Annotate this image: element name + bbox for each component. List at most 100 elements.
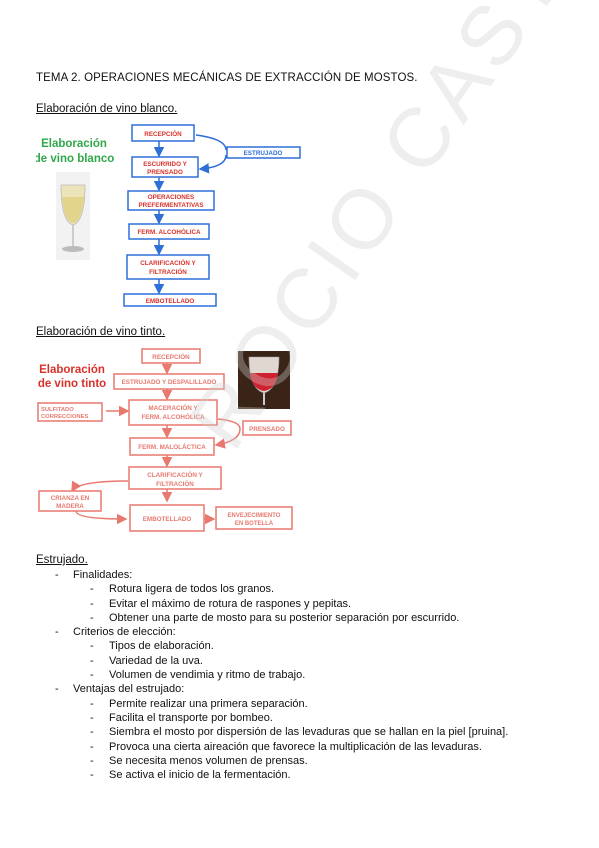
svg-text:EMBOTELLADO: EMBOTELLADO xyxy=(143,516,192,523)
list-item: - Facilita el transporte por bombeo. xyxy=(36,711,596,725)
white-diagram-heading-2: de vino blanco xyxy=(36,153,114,165)
bullet-dash: - xyxy=(90,754,94,767)
white-box-embotellado: EMBOTELLADO xyxy=(123,293,217,307)
svg-text:FERM. MALOLÁCTICA: FERM. MALOLÁCTICA xyxy=(138,442,206,451)
white-box-escurrido: ESCURRIDO Y PRENSADO xyxy=(131,156,199,178)
red-box-recepcion: RECEPCIÓN xyxy=(141,348,201,364)
bullet-dash: - xyxy=(55,626,59,639)
bullet-text: Finalidades: xyxy=(73,569,133,581)
bullet-dash: - xyxy=(90,726,94,739)
red-box-embotellado: EMBOTELLADO xyxy=(129,504,205,532)
section-heading-white-wine: Elaboración de vino blanco. xyxy=(36,103,178,115)
section-heading-red-wine: Elaboración de vino tinto. xyxy=(36,326,166,338)
white-box-ferm-alcoholica: FERM. ALCOHÓLICA xyxy=(128,223,210,240)
svg-text:CLARIFICACIÓN Y: CLARIFICACIÓN Y xyxy=(147,470,203,479)
bullet-text: Tipos de elaboración. xyxy=(109,640,214,653)
list-item: - Rotura ligera de todos los granos. xyxy=(36,582,596,596)
list-item: - Obtener una parte de mosto para su post… xyxy=(36,611,596,625)
svg-text:MADERA: MADERA xyxy=(56,503,84,510)
svg-text:PRENSADO: PRENSADO xyxy=(249,426,285,433)
white-wine-flow-diagram: Elaboración de vino blanco RECEPCIÓN EST… xyxy=(36,124,301,307)
red-wine-glass-image xyxy=(238,351,290,409)
bullet-text: Provoca una cierta aireación que favorec… xyxy=(109,740,482,753)
bullet-dash: - xyxy=(90,597,94,610)
list-item: - Volumen de vendimia y ritmo de trabajo. xyxy=(36,668,596,682)
white-wine-glass-image xyxy=(56,172,90,260)
bullet-dash: - xyxy=(90,669,94,682)
list-item: - Ventajas del estrujado: xyxy=(36,682,596,696)
bullet-text: Variedad de la uva. xyxy=(109,654,203,667)
red-box-prensado: PRENSADO xyxy=(242,420,292,436)
bullet-text: Obtener una parte de mosto para su poste… xyxy=(109,611,460,624)
bullet-text: Siembra el mosto por dispersión de las l… xyxy=(109,726,509,739)
svg-text:FILTRACIÓN: FILTRACIÓN xyxy=(149,267,187,276)
red-box-clarificacion: CLARIFICACIÓN Y FILTRACIÓN xyxy=(128,466,222,490)
estrujado-bullet-list: - Finalidades: - Rotura ligera de todos los… xyxy=(36,568,596,782)
bullet-dash: - xyxy=(90,640,94,653)
svg-text:FERM. ALCOHÓLICA: FERM. ALCOHÓLICA xyxy=(137,227,201,236)
svg-text:EN BOTELLA: EN BOTELLA xyxy=(235,521,274,527)
bullet-dash: - xyxy=(90,654,94,667)
red-box-crianza: CRIANZA EN MADERA xyxy=(38,490,102,512)
svg-text:RECEPCIÓN: RECEPCIÓN xyxy=(152,352,190,361)
bullet-text: Ventajas del estrujado: xyxy=(73,683,185,696)
bullet-dash: - xyxy=(55,683,59,696)
list-item: - Finalidades: xyxy=(36,568,596,582)
svg-text:ESCURRIDO Y: ESCURRIDO Y xyxy=(143,161,187,168)
bullet-dash: - xyxy=(90,611,94,624)
svg-text:ENVEJECIMIENTO: ENVEJECIMIENTO xyxy=(228,513,281,519)
page-title: TEMA 2. OPERACIONES MECÁNICAS DE EXTRACC… xyxy=(36,72,418,84)
bullet-dash: - xyxy=(90,769,94,782)
red-box-envejecimiento: ENVEJECIMIENTO EN BOTELLA xyxy=(215,506,293,530)
red-box-sulfitado: SULFITADO CORRECCIONES xyxy=(37,402,103,422)
red-box-estrujado: ESTRUJADO Y DESPALILLADO xyxy=(113,373,225,390)
bullet-text: Evitar el máximo de rotura de raspones y… xyxy=(109,597,352,610)
bullet-text: Facilita el transporte por bombeo. xyxy=(109,711,273,724)
red-box-maceracion: MACERACIÓN Y FERM. ALCOHÓLICA xyxy=(128,399,218,426)
white-diagram-heading: Elaboración xyxy=(41,138,107,150)
svg-text:ESTRUJADO: ESTRUJADO xyxy=(244,150,283,157)
bullet-dash: - xyxy=(90,697,94,710)
red-diagram-heading-2: de vino tinto xyxy=(38,378,106,390)
bullet-dash: - xyxy=(90,583,94,596)
svg-text:RECEPCIÓN: RECEPCIÓN xyxy=(144,129,182,138)
svg-text:FERM. ALCOHÓLICA: FERM. ALCOHÓLICA xyxy=(141,412,205,421)
svg-text:PREFERMENTATIVAS: PREFERMENTATIVAS xyxy=(138,202,203,209)
list-item: - Criterios de elección: xyxy=(36,625,596,639)
svg-text:EMBOTELLADO: EMBOTELLADO xyxy=(146,298,195,305)
red-wine-flow-diagram: Elaboración de vino tinto RECEPCIÓN ESTR… xyxy=(37,348,293,532)
white-box-recepcion: RECEPCIÓN xyxy=(131,124,195,142)
section-heading-estrujado: Estrujado. xyxy=(36,554,88,566)
svg-text:CORRECCIONES: CORRECCIONES xyxy=(41,414,88,420)
list-item: - Se activa el inicio de la fermentación. xyxy=(36,768,596,782)
svg-text:SULFITADO: SULFITADO xyxy=(41,407,74,413)
list-item: - Tipos de elaboración. xyxy=(36,639,596,653)
svg-text:MACERACIÓN Y: MACERACIÓN Y xyxy=(148,403,198,412)
red-box-malolactica: FERM. MALOLÁCTICA xyxy=(129,437,215,456)
svg-text:PRENSADO: PRENSADO xyxy=(147,169,183,176)
bullet-text: Criterios de elección: xyxy=(73,626,176,639)
white-box-clarificacion: CLARIFICACIÓN Y FILTRACIÓN xyxy=(126,254,210,280)
list-item: - Evitar el máximo de rotura de raspones … xyxy=(36,597,596,611)
list-item: - Variedad de la uva. xyxy=(36,654,596,668)
bullet-dash: - xyxy=(90,740,94,753)
svg-text:FILTRACIÓN: FILTRACIÓN xyxy=(156,479,194,488)
white-box-estrujado: ESTRUJADO xyxy=(226,146,301,159)
white-box-prefermentativas: OPERACIONES PREFERMENTATIVAS xyxy=(127,190,215,211)
svg-text:ESTRUJADO Y DESPALILLADO: ESTRUJADO Y DESPALILLADO xyxy=(122,379,217,386)
list-item: - Se necesita menos volumen de prensas. xyxy=(36,754,596,768)
svg-text:OPERACIONES: OPERACIONES xyxy=(148,194,195,201)
bullet-text: Se necesita menos volumen de prensas. xyxy=(109,754,308,767)
svg-text:CLARIFICACIÓN Y: CLARIFICACIÓN Y xyxy=(140,258,196,267)
list-item: - Siembra el mosto por dispersión de las … xyxy=(36,725,596,739)
bullet-text: Rotura ligera de todos los granos. xyxy=(109,583,275,596)
svg-text:CRIANZA EN: CRIANZA EN xyxy=(51,495,90,502)
bullet-dash: - xyxy=(55,569,59,581)
bullet-text: Se activa el inicio de la fermentación. xyxy=(109,769,291,782)
list-item: - Permite realizar una primera separación… xyxy=(36,697,596,711)
bullet-dash: - xyxy=(90,711,94,724)
list-item: - Provoca una cierta aireación que favore… xyxy=(36,740,596,754)
bullet-text: Permite realizar una primera separación. xyxy=(109,697,308,710)
bullet-text: Volumen de vendimia y ritmo de trabajo. xyxy=(109,669,306,682)
red-diagram-heading: Elaboración xyxy=(39,364,105,376)
